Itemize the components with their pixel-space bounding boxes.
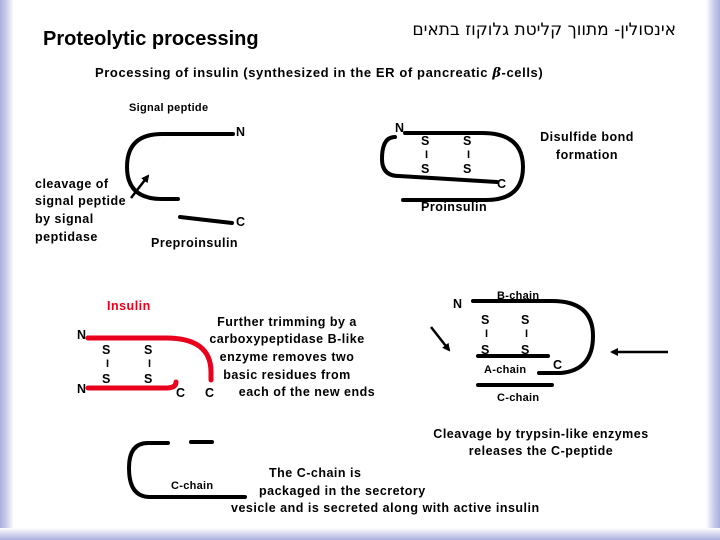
signal-peptide-label: Signal peptide bbox=[129, 102, 208, 114]
cleaved-n: N bbox=[453, 297, 463, 311]
c-chain-label-upper: C-chain bbox=[497, 392, 539, 404]
subtitle-tail: -cells) bbox=[502, 65, 544, 80]
insulin-bond-2: I bbox=[148, 358, 151, 370]
preproinsulin-chain bbox=[127, 134, 233, 199]
trimming-line-4: basic residues from bbox=[180, 368, 394, 382]
proinsulin-label: Proinsulin bbox=[421, 200, 487, 214]
proinsulin-c: C bbox=[497, 177, 507, 191]
trimming-line-5: each of the new ends bbox=[200, 385, 414, 399]
a-chain-label: A-chain bbox=[484, 364, 526, 376]
trimming-line-1: Further trimming by a bbox=[180, 315, 394, 329]
cleavage-line-4: peptidase bbox=[35, 230, 98, 244]
preproinsulin-chain-tail bbox=[180, 217, 232, 223]
cleaved-c: C bbox=[553, 358, 563, 372]
preproinsulin-label: Preproinsulin bbox=[151, 236, 238, 250]
b-chain-label: B-chain bbox=[497, 290, 539, 302]
cleaved-bond-1: I bbox=[485, 328, 488, 340]
hebrew-title: אינסולין- מתווך קליטת גלוקוז בתאים bbox=[372, 20, 676, 40]
proinsulin-s2: S bbox=[463, 134, 472, 148]
proinsulin-bond-2: I bbox=[467, 149, 470, 161]
cleaved-s3: S bbox=[481, 343, 490, 357]
preproinsulin-n: N bbox=[236, 125, 246, 139]
beta-symbol: β bbox=[492, 66, 501, 81]
proinsulin-n: N bbox=[395, 121, 405, 135]
c-chain-note-3: vesicle and is secreted along with activ… bbox=[231, 501, 540, 515]
trypsin-arrow-left bbox=[431, 327, 449, 350]
insulin-s1: S bbox=[102, 343, 111, 357]
proinsulin-s4: S bbox=[463, 162, 472, 176]
subtitle: Processing of insulin (synthesized in th… bbox=[95, 65, 543, 81]
cleavage-line-2: signal peptide bbox=[35, 194, 126, 208]
disulfide-line-1: Disulfide bond bbox=[532, 130, 642, 144]
disulfide-line-2: formation bbox=[532, 148, 642, 162]
trypsin-line-2: releases the C-peptide bbox=[420, 444, 662, 458]
insulin-n1: N bbox=[77, 328, 87, 342]
c-chain-note-2: packaged in the secretory bbox=[259, 484, 426, 498]
cleaved-chain bbox=[473, 301, 593, 373]
trimming-line-3: enzyme removes two bbox=[180, 350, 394, 364]
c-chain-note-1: The C-chain is bbox=[269, 466, 361, 480]
trimming-line-2: carboxypeptidase B-like bbox=[180, 332, 394, 346]
insulin-s4: S bbox=[144, 372, 153, 386]
cleaved-bond-2: I bbox=[525, 328, 528, 340]
insulin-s3: S bbox=[102, 372, 111, 386]
page-title: Proteolytic processing bbox=[43, 28, 259, 51]
insulin-c1: C bbox=[176, 386, 186, 400]
cleavage-line-1: cleavage of bbox=[35, 177, 109, 191]
cleaved-s4: S bbox=[521, 343, 530, 357]
cleaved-s2: S bbox=[521, 313, 530, 327]
insulin-label: Insulin bbox=[107, 299, 151, 313]
insulin-n2: N bbox=[77, 382, 87, 396]
cleavage-line-3: by signal bbox=[35, 212, 94, 226]
cleaved-s1: S bbox=[481, 313, 490, 327]
insulin-s2: S bbox=[144, 343, 153, 357]
proinsulin-s3: S bbox=[421, 162, 430, 176]
preproinsulin-c: C bbox=[236, 215, 246, 229]
proinsulin-s1: S bbox=[421, 134, 430, 148]
trypsin-line-1: Cleavage by trypsin-like enzymes bbox=[420, 427, 662, 441]
insulin-bond-1: I bbox=[106, 358, 109, 370]
proinsulin-bond-1: I bbox=[425, 149, 428, 161]
c-chain-label-lower: C-chain bbox=[171, 480, 213, 492]
subtitle-main: Processing of insulin (synthesized in th… bbox=[95, 65, 492, 80]
